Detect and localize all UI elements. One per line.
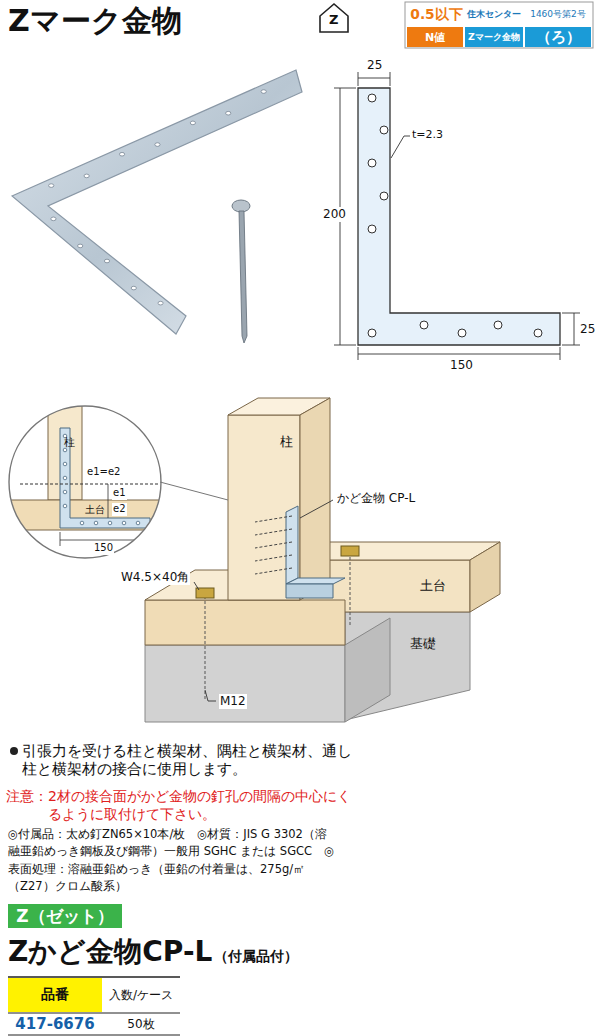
spec-note: ◎付属品：太め釘ZN65×10本/枚 ◎材質：JIS G 3302（溶融亜鉛めっ… — [8, 826, 338, 895]
dimension: 25 — [579, 322, 595, 337]
hole — [104, 259, 109, 263]
dimension: e1=e2 — [86, 466, 121, 479]
hole — [84, 174, 89, 178]
part-name: W4.5×40角 — [120, 570, 190, 585]
hole — [49, 184, 54, 188]
hole — [380, 126, 388, 134]
hole — [63, 504, 67, 508]
hole — [122, 521, 126, 525]
caution-note: 注意：2材の接合面がかど金物の釘孔の間隔の中心にくるように取付けて下さい。 — [6, 788, 351, 823]
bullet — [10, 747, 18, 755]
hole — [534, 329, 542, 337]
hole — [368, 225, 376, 233]
cell-text: 入数/ケース — [109, 987, 173, 1004]
brand-band: Z（ゼット） — [8, 904, 122, 928]
part-name: 土台 — [420, 578, 446, 594]
hole — [63, 490, 67, 494]
hole — [226, 111, 231, 115]
hole — [51, 217, 56, 221]
nail — [255, 542, 292, 548]
dimension: e1 — [112, 487, 127, 500]
hole — [119, 152, 124, 156]
hole — [494, 321, 502, 329]
hole — [368, 329, 376, 337]
page-title: Zマーク金物 — [8, 2, 182, 40]
nail — [255, 516, 292, 522]
usage-note: 引張力を受ける柱と横架材、隅柱と横架材、通し柱と横架材の接合に使用します。 — [22, 742, 352, 778]
dimension: 25 — [366, 58, 383, 73]
hole — [136, 521, 140, 525]
cell-text: Z（ゼット） — [16, 905, 113, 928]
hole — [78, 244, 83, 248]
hole — [80, 521, 84, 525]
rating-value: 0.5以下 — [407, 4, 466, 25]
product-name: Zかど金物CP-L — [8, 934, 212, 969]
spec-table-frame — [405, 2, 593, 48]
nail — [255, 568, 292, 574]
hole — [368, 94, 376, 102]
table-cell: 50枚 — [102, 1014, 180, 1034]
cell-text: 417-6676 — [15, 1015, 94, 1033]
hole — [63, 476, 67, 480]
table-header: 品番 — [8, 978, 102, 1012]
dimension: 150 — [449, 358, 474, 373]
table-cell: 417-6676 — [8, 1014, 102, 1034]
table-rules — [8, 977, 180, 1035]
hole — [261, 90, 266, 94]
hole — [155, 143, 160, 147]
z-logo — [320, 4, 348, 32]
product-suffix: （付属品付） — [214, 948, 298, 966]
dimension: 150 — [93, 542, 114, 555]
cell-text: 50枚 — [127, 1016, 154, 1033]
inset-detail — [0, 400, 228, 558]
cell-text: Zマーク金物 — [468, 31, 520, 44]
nail — [255, 555, 292, 561]
approval-cell: 1460号第2号 — [525, 4, 591, 25]
installation-diagram — [145, 398, 500, 722]
table-header: 入数/ケース — [102, 978, 180, 1012]
part-name: 柱 — [64, 436, 75, 450]
cell-text: （ろ） — [536, 28, 581, 47]
hole — [380, 192, 388, 200]
hole — [63, 462, 67, 466]
logo-letter: Z — [329, 12, 338, 28]
hole — [108, 521, 112, 525]
part-name: M12 — [219, 694, 247, 709]
rating-label: N値 — [407, 27, 463, 47]
dimension: 200 — [322, 207, 347, 222]
hole — [190, 121, 195, 125]
hole — [131, 286, 136, 290]
hole — [158, 301, 163, 305]
part-name: かど金物 CP-L — [336, 491, 416, 506]
authority-cell: 住木センター — [465, 4, 523, 25]
cell-text: 1460号第2号 — [530, 8, 586, 21]
hole — [94, 521, 98, 525]
hole — [420, 321, 428, 329]
cell-text: 住木センター — [467, 8, 521, 21]
hole — [458, 329, 466, 337]
nail — [255, 529, 292, 535]
part-name: 柱 — [280, 434, 293, 450]
mark-cell: Zマーク金物 — [465, 27, 523, 47]
product-photo — [12, 70, 302, 343]
cell-text: 0.5以下 — [410, 6, 462, 24]
dimension: e2 — [112, 503, 127, 516]
cell-text: N値 — [425, 30, 445, 45]
cell-text: 品番 — [41, 986, 69, 1004]
part-name: 基礎 — [410, 636, 436, 652]
grade-cell: （ろ） — [525, 27, 591, 47]
thickness: t=2.3 — [411, 128, 444, 142]
part-name: 土台 — [85, 504, 105, 517]
hole — [368, 159, 376, 167]
dimension-drawing — [334, 72, 580, 360]
